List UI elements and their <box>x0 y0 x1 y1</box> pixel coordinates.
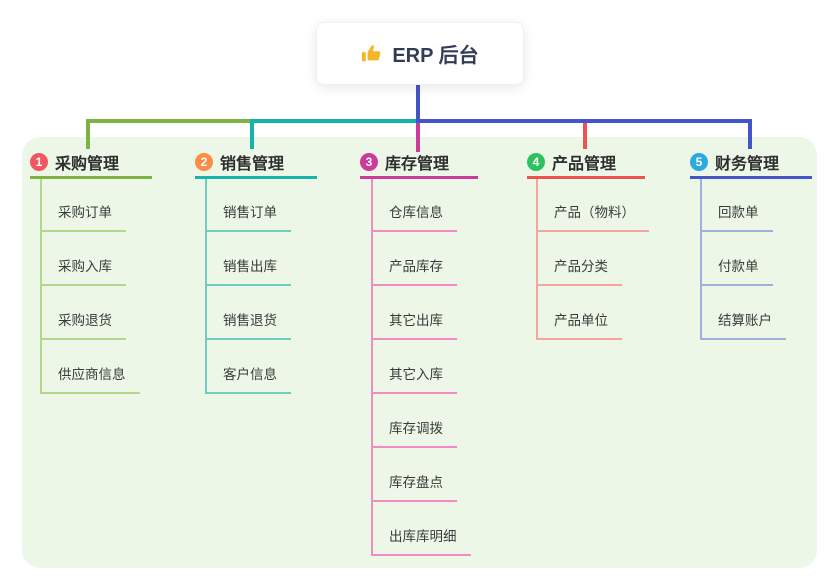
branch-number-badge-5: 5 <box>690 153 708 171</box>
child-node[interactable]: 产品库存 <box>371 257 457 286</box>
child-node[interactable]: 客户信息 <box>205 365 291 394</box>
child-node[interactable]: 结算账户 <box>700 311 786 340</box>
branch-header-3[interactable]: 3 库存管理 <box>360 150 478 179</box>
branch-number-badge-3: 3 <box>360 153 378 171</box>
child-node[interactable]: 销售订单 <box>205 203 291 232</box>
branch-header-2[interactable]: 2 销售管理 <box>195 150 317 179</box>
branch-5-drop-line <box>748 119 752 149</box>
branches-panel <box>22 137 817 568</box>
branch-label: 财务管理 <box>715 156 780 173</box>
bus-segment-green <box>86 119 256 123</box>
bus-segment-blue <box>416 119 752 123</box>
child-node[interactable]: 采购订单 <box>40 203 126 232</box>
child-node[interactable]: 库存盘点 <box>371 473 457 502</box>
child-node[interactable]: 回款单 <box>700 203 773 232</box>
root-label: ERP 后台 <box>392 45 479 67</box>
branch-label: 产品管理 <box>552 156 617 173</box>
branch-number-badge-2: 2 <box>195 153 213 171</box>
child-node[interactable]: 出库库明细 <box>371 527 471 556</box>
branch-children-rail <box>700 177 702 340</box>
child-node[interactable]: 付款单 <box>700 257 773 286</box>
branch-label: 销售管理 <box>220 156 285 173</box>
child-node[interactable]: 其它出库 <box>371 311 457 340</box>
root-connector-line <box>416 83 420 123</box>
child-node[interactable]: 供应商信息 <box>40 365 140 394</box>
branch-3-drop-line <box>416 119 420 152</box>
child-node[interactable]: 库存调拨 <box>371 419 457 448</box>
root-node[interactable]: ERP 后台 <box>316 22 524 85</box>
child-node[interactable]: 采购入库 <box>40 257 126 286</box>
branch-children-rail <box>371 177 373 556</box>
child-node[interactable]: 产品（物料） <box>536 203 649 232</box>
child-node[interactable]: 其它入库 <box>371 365 457 394</box>
child-node[interactable]: 销售出库 <box>205 257 291 286</box>
child-node[interactable]: 产品分类 <box>536 257 622 286</box>
child-node[interactable]: 销售退货 <box>205 311 291 340</box>
branch-header-4[interactable]: 4 产品管理 <box>527 150 645 179</box>
branch-children-rail <box>536 177 538 340</box>
branch-label: 采购管理 <box>55 156 120 173</box>
bus-segment-teal <box>252 119 420 123</box>
branch-4-drop-line <box>583 119 587 149</box>
branch-number-badge-4: 4 <box>527 153 545 171</box>
branch-2-drop-line <box>250 119 254 149</box>
branch-1-drop-line <box>86 119 90 149</box>
child-node[interactable]: 产品单位 <box>536 311 622 340</box>
branch-number-badge-1: 1 <box>30 153 48 171</box>
child-node[interactable]: 采购退货 <box>40 311 126 340</box>
thumbs-up-icon <box>361 43 383 65</box>
branch-header-1[interactable]: 1 采购管理 <box>30 150 152 179</box>
branch-label: 库存管理 <box>385 156 450 173</box>
child-node[interactable]: 仓库信息 <box>371 203 457 232</box>
branch-header-5[interactable]: 5 财务管理 <box>690 150 812 179</box>
